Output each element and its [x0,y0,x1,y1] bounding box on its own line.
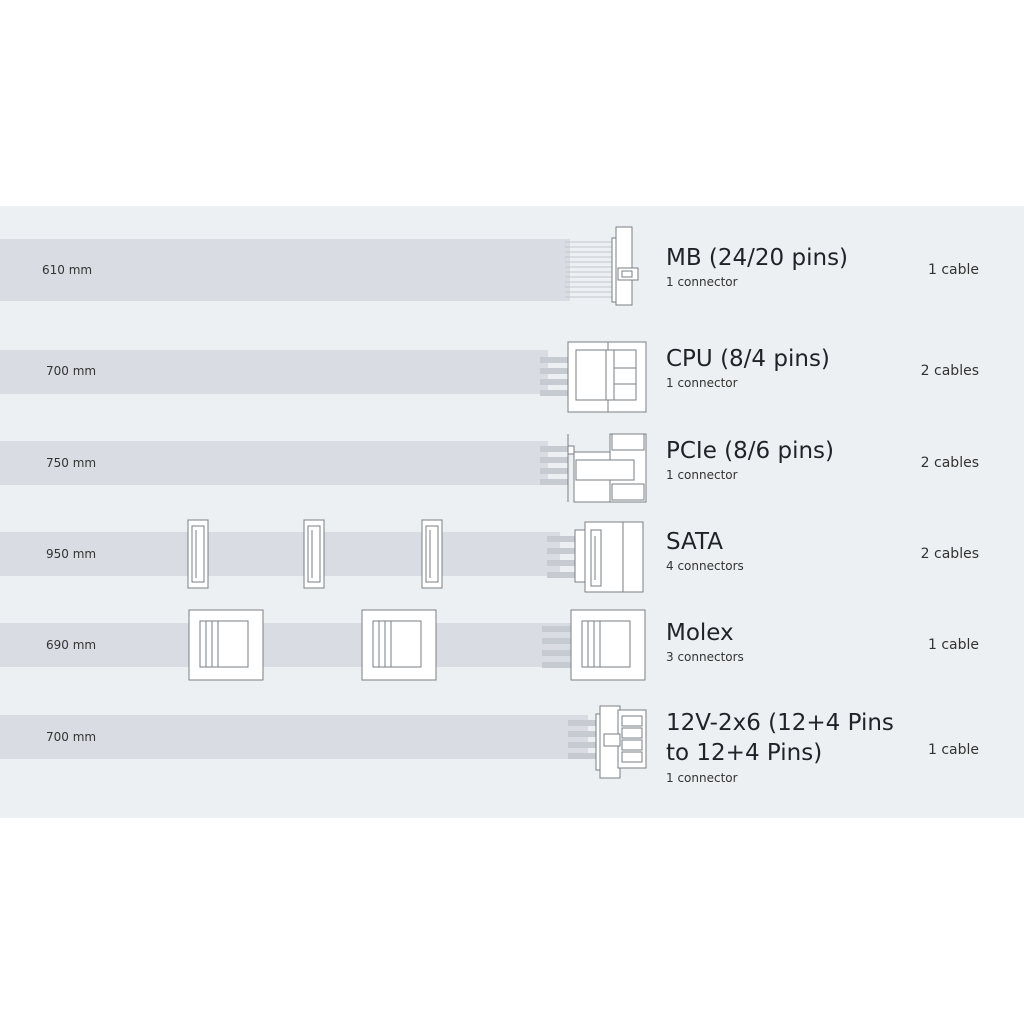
molex-inline-connector [188,609,264,681]
sata-inline-connector [303,519,325,589]
cable-length: 690 mm [46,638,97,652]
cable-name: PCIe (8/6 pins) [666,438,834,464]
cable-count: 1 cable [927,262,979,278]
pcie-connector-icon [540,433,647,503]
cable-name-line2: to 12+4 Pins) [666,740,823,766]
connector-count: 1 connector [666,275,738,289]
cable-length: 700 mm [46,364,97,378]
cable-length: 610 mm [42,263,93,277]
cable-row-sata: 950 mm SATA 4 connectors 2 cables [0,500,1024,593]
sata-inline-connector [421,519,443,589]
cable-row-mb: 610 mm MB (24/20 pins) 1 connector 1 cab… [0,206,1024,316]
cable-band [0,350,548,394]
cable-length: 700 mm [46,730,97,744]
cpu-connector-icon [540,341,647,413]
sata-inline-connector [187,519,209,589]
connector-count: 1 connector [666,771,738,785]
cable-count: 2 cables [920,455,979,471]
cable-band [0,623,580,667]
cable-length: 950 mm [46,547,97,561]
connector-count: 4 connectors [666,559,744,573]
cable-name: CPU (8/4 pins) [666,346,830,372]
cable-count: 2 cables [920,363,979,379]
sata-connector-icon [547,521,644,593]
cable-count: 1 cable [927,742,979,758]
molex-connector-icon [542,609,646,681]
connector-count: 1 connector [666,468,738,482]
cable-name: Molex [666,620,734,646]
cable-row-pcie: 750 mm PCIe (8/6 pins) 1 connector 2 cab… [0,408,1024,503]
connector-count: 1 connector [666,376,738,390]
connector-count: 3 connectors [666,650,744,664]
cable-row-molex: 690 mm Molex 3 connectors 1 cable [0,592,1024,684]
cable-band [0,239,570,301]
cable-name: MB (24/20 pins) [666,245,849,271]
cable-spec-panel: 610 mm MB (24/20 pins) 1 connector 1 cab… [0,206,1024,818]
cable-band [0,532,560,576]
cable-count: 2 cables [920,546,979,562]
cable-band [0,441,548,485]
cable-length: 750 mm [46,456,97,470]
cable-name: SATA [666,529,723,555]
molex-inline-connector [361,609,437,681]
cable-name-line1: 12V-2x6 (12+4 Pins [666,710,894,736]
cable-count: 1 cable [927,637,979,653]
cable-row-12v-2x6: 700 mm 12V-2x6 (12+4 Pins to 12+4 Pins) … [0,684,1024,818]
cable-row-cpu: 700 mm CPU (8/4 pins) 1 connector 2 cabl… [0,316,1024,413]
12v-2x6-connector-icon [568,705,647,779]
mb-connector-icon [565,226,639,306]
cable-band [0,715,588,759]
